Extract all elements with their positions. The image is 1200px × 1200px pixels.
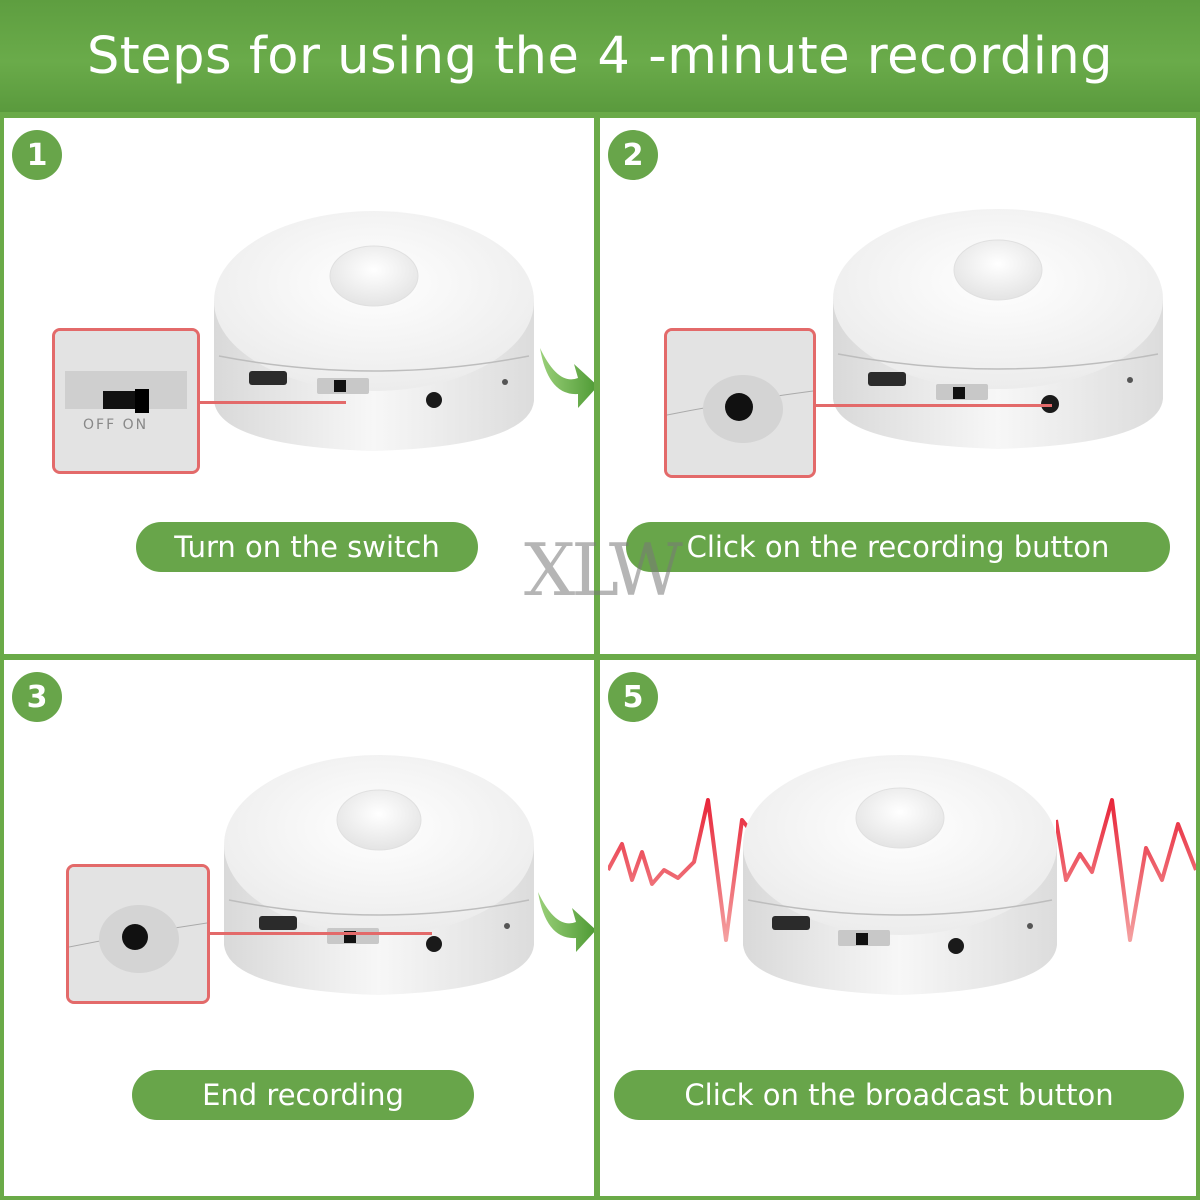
step-badge-5: 5	[608, 672, 658, 722]
switch-label: OFF ON	[83, 417, 149, 433]
switch-zoom-inset: OFF ON	[52, 328, 200, 474]
title-start: Steps for using the	[86, 26, 580, 86]
recorder-device	[833, 209, 1163, 449]
step-panel-2: 2 Click on the recording button	[600, 118, 1196, 654]
step-panel-5: 5 Click on the broadcast button	[600, 660, 1196, 1196]
caption-step-2: Click on the recording button	[626, 522, 1170, 572]
recorder-device	[743, 755, 1057, 995]
header-banner: Steps for using the 4 -minute recording	[0, 0, 1200, 112]
step-badge-1: 1	[12, 130, 62, 180]
sound-wave-right-icon	[1056, 798, 1196, 942]
step-panel-1: 1 OFF ON Turn on the switch	[4, 118, 594, 654]
recorder-device	[214, 211, 534, 451]
watermark-text: XLW	[524, 528, 683, 612]
title-number: 4	[597, 26, 631, 86]
page-title: Steps for using the 4 -minute recording	[87, 27, 1113, 86]
step-panel-3: 3 End recording	[4, 660, 594, 1196]
step-badge-2: 2	[608, 130, 658, 180]
arrow-icon	[538, 892, 594, 952]
pointer-line	[816, 404, 1052, 407]
step-badge-3: 3	[12, 672, 62, 722]
title-end: -minute recording	[648, 26, 1114, 86]
pointer-line	[210, 932, 432, 935]
record-button-zoom-inset	[664, 328, 816, 478]
sound-wave-left-icon	[608, 798, 758, 942]
caption-step-1: Turn on the switch	[136, 522, 478, 572]
pointer-line	[200, 401, 346, 404]
recorder-device	[224, 755, 534, 995]
arrow-icon	[540, 348, 594, 408]
caption-step-3: End recording	[132, 1070, 474, 1120]
caption-step-5: Click on the broadcast button	[614, 1070, 1184, 1120]
record-button-zoom-inset	[66, 864, 210, 1004]
